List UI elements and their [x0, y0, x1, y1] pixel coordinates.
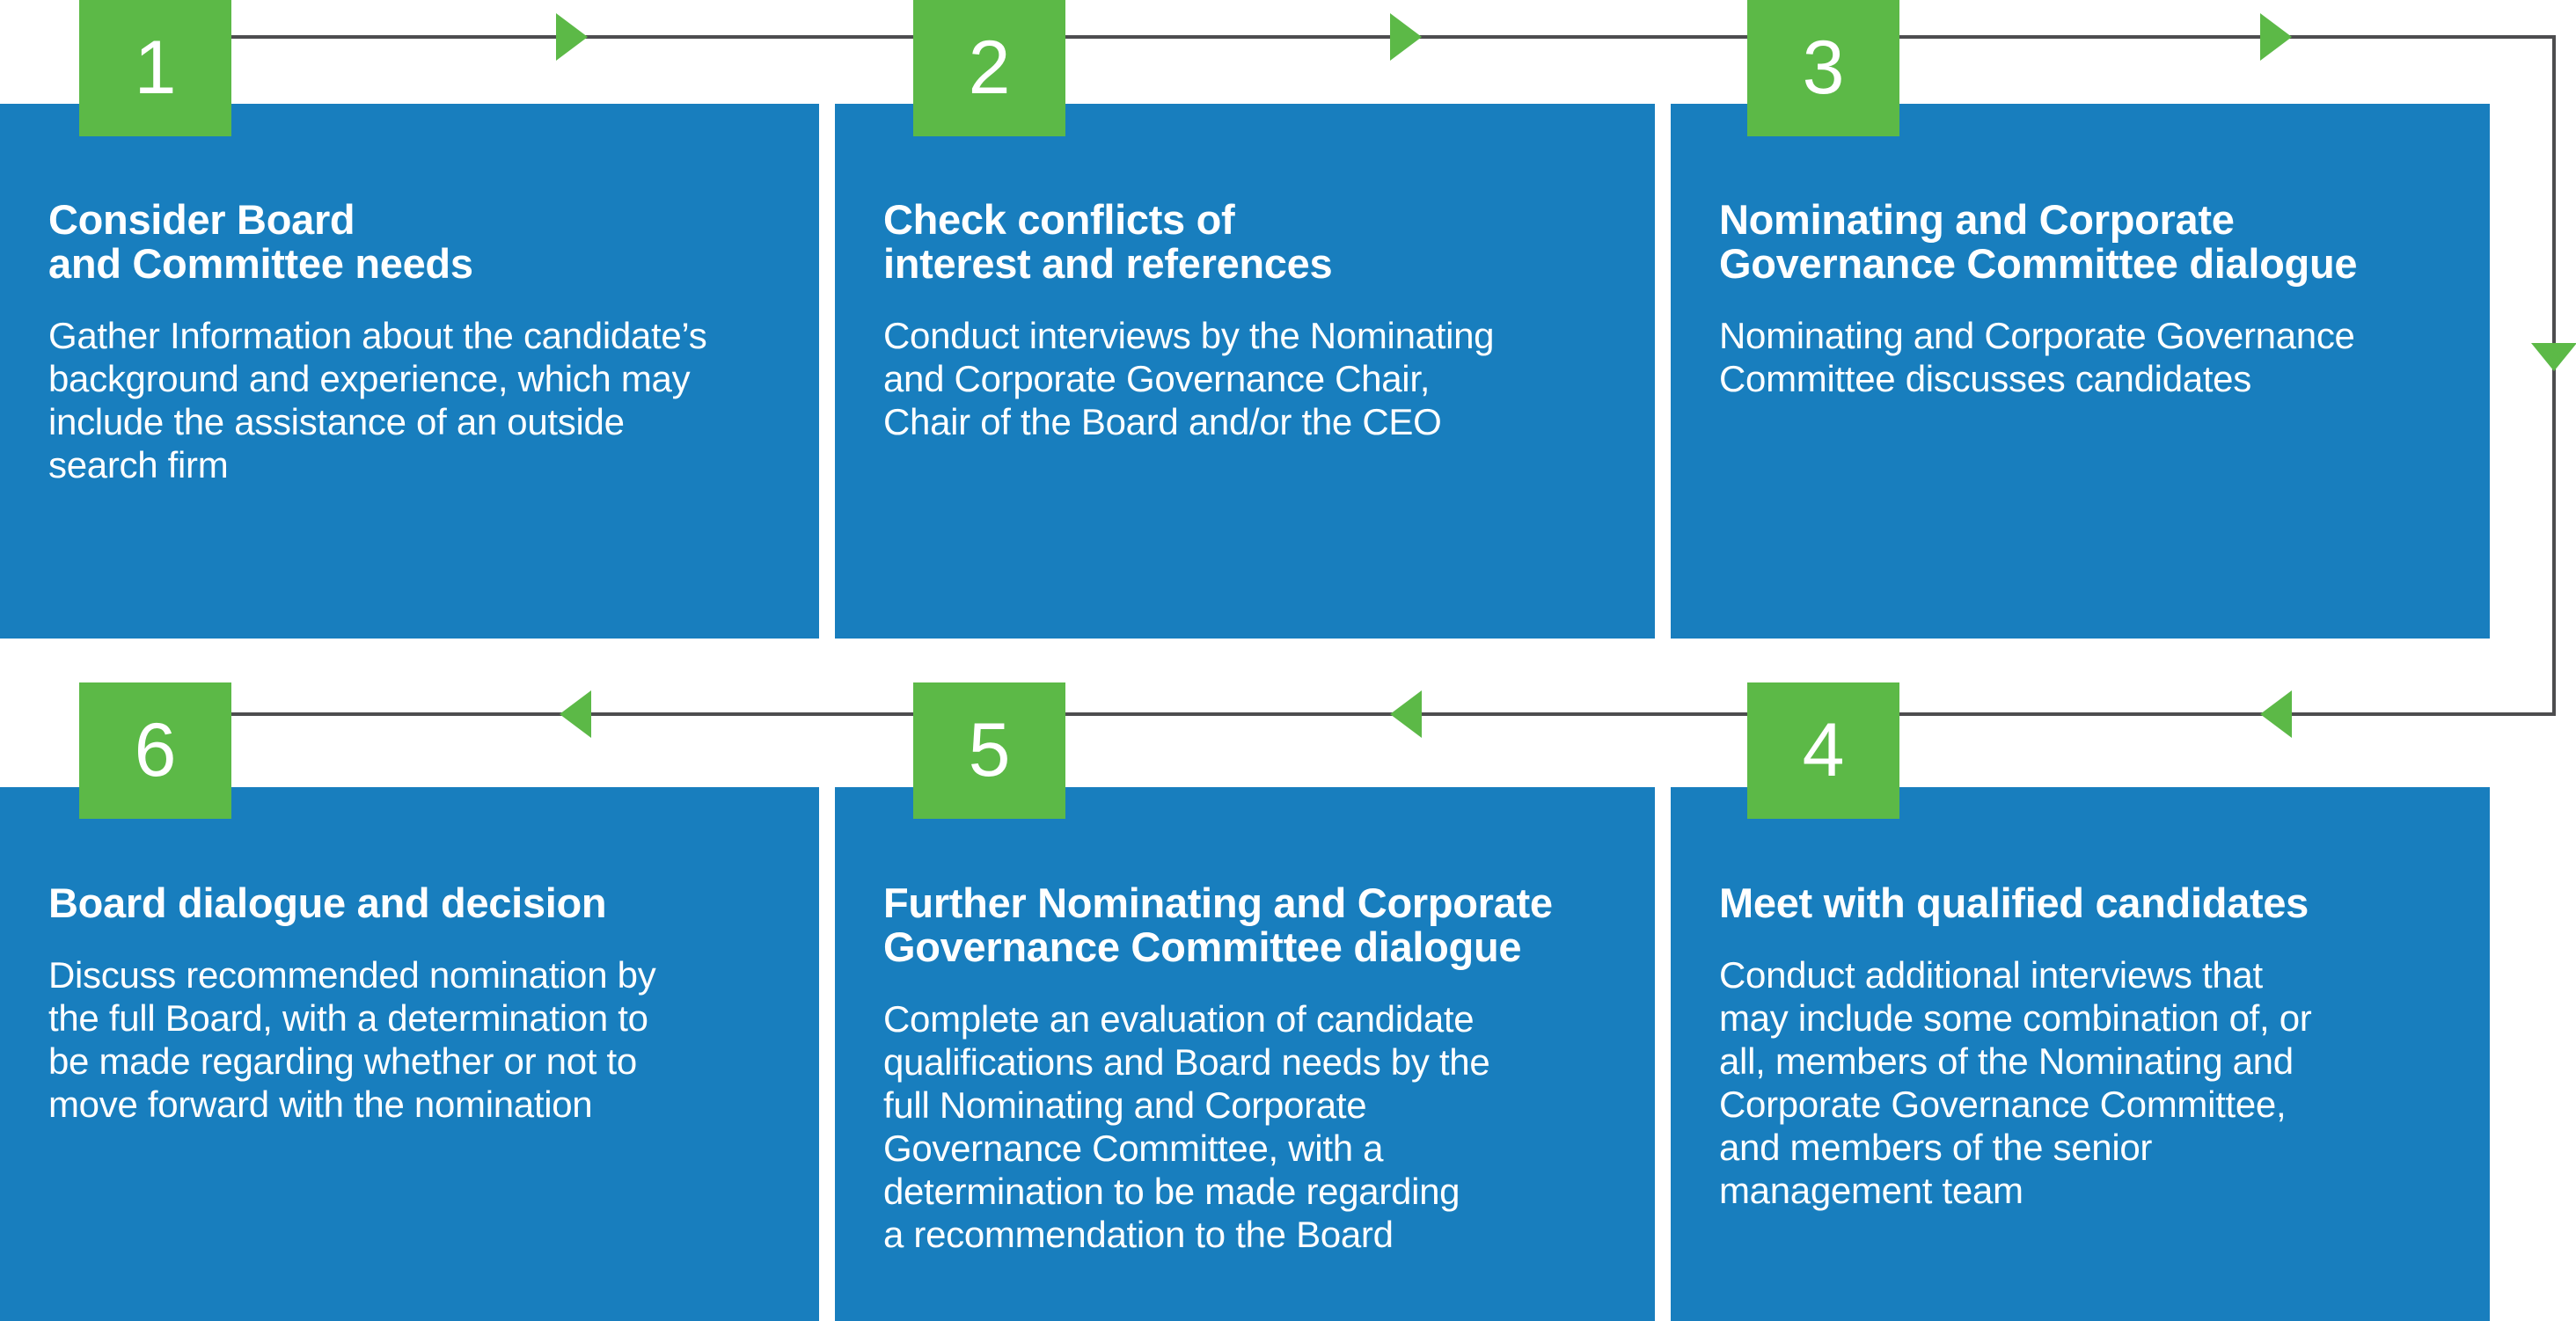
step-badge-5: 5	[913, 682, 1065, 819]
arrow-down-icon	[2531, 343, 2576, 371]
connector-line-right	[2552, 35, 2556, 716]
step-badge-3: 3	[1747, 0, 1899, 136]
step-badge-4: 4	[1747, 682, 1899, 819]
step-5-description: Complete an evaluation of candidate qual…	[883, 998, 1490, 1255]
step-6-description: Discuss recommended nomination by the fu…	[48, 954, 656, 1125]
step-1-description: Gather Information about the candidate’s…	[48, 315, 707, 485]
arrow-right-icon	[556, 13, 588, 61]
step-badge-6: 6	[79, 682, 231, 819]
arrow-left-icon	[1390, 690, 1422, 738]
arrow-left-icon	[560, 690, 591, 738]
step-5-title: Further Nominating and Corporate Governa…	[883, 879, 1553, 970]
step-4-description: Conduct additional interviews that may i…	[1719, 954, 2312, 1211]
step-card-6: Board dialogue and decision Discuss reco…	[0, 787, 819, 1321]
step-3-description: Nominating and Corporate Governance Comm…	[1719, 315, 2355, 399]
step-6-title: Board dialogue and decision	[48, 879, 607, 926]
step-card-4: Meet with qualified candidates Conduct a…	[1671, 787, 2490, 1321]
step-card-5: Further Nominating and Corporate Governa…	[835, 787, 1655, 1321]
step-card-3: Nominating and Corporate Governance Comm…	[1671, 104, 2490, 639]
arrow-left-icon	[2260, 690, 2292, 738]
step-3-title: Nominating and Corporate Governance Comm…	[1719, 196, 2358, 287]
step-2-description: Conduct interviews by the Nominating and…	[883, 315, 1495, 442]
arrow-right-icon	[1390, 13, 1422, 61]
step-1-title: Consider Board and Committee needs	[48, 196, 473, 287]
step-card-2: Check conflicts of interest and referenc…	[835, 104, 1655, 639]
step-card-1: Consider Board and Committee needs Gathe…	[0, 104, 819, 639]
arrow-right-icon	[2260, 13, 2292, 61]
step-badge-2: 2	[913, 0, 1065, 136]
step-4-title: Meet with qualified candidates	[1719, 879, 2309, 926]
step-2-title: Check conflicts of interest and referenc…	[883, 196, 1333, 287]
step-badge-1: 1	[79, 0, 231, 136]
